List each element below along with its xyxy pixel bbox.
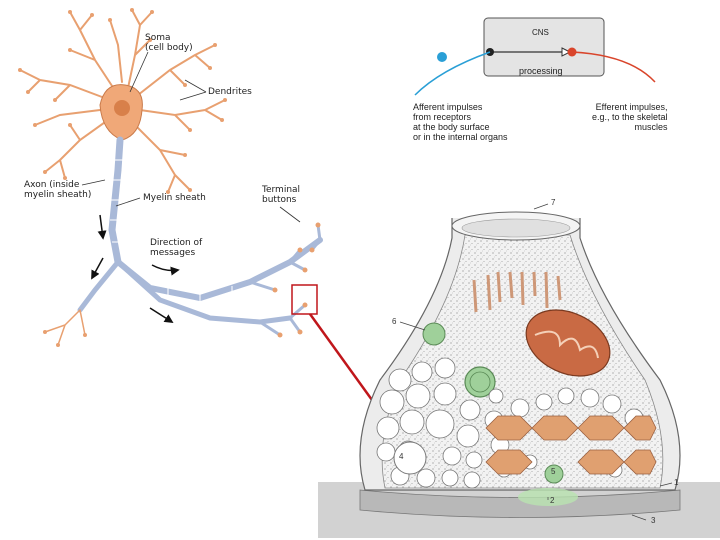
callout-3: 3 — [651, 516, 656, 525]
afferent-label: Afferent impulses from receptors at the … — [413, 102, 508, 142]
afferent-receptor — [437, 52, 447, 62]
callout-4: 4 — [399, 452, 404, 461]
callout-7: 7 — [551, 198, 556, 207]
green-vesicle — [464, 366, 496, 398]
callout-5: 5 — [551, 467, 556, 476]
soma-label: Soma (cell body) — [145, 33, 193, 53]
callout-1: 1 — [674, 478, 679, 487]
microtubules — [472, 271, 562, 313]
axon-label: Axon (inside myelin sheath) — [24, 180, 92, 200]
mitochondrion — [525, 309, 611, 377]
efferent-pathway — [571, 51, 656, 83]
presynaptic-grid — [485, 415, 657, 475]
myelin-segments — [110, 159, 233, 302]
callout-6: 6 — [392, 317, 397, 326]
dendrites — [19, 9, 226, 193]
large-vesicle-4 — [393, 441, 427, 475]
callout-2: 2 — [550, 496, 555, 505]
dendrite-tips — [18, 8, 227, 194]
neuron-figure — [18, 8, 374, 401]
terminal-buttons — [43, 222, 321, 347]
cns-node-right — [561, 47, 572, 57]
afferent-pathway — [414, 51, 491, 96]
cns-schematic — [414, 17, 656, 96]
efferent-node — [567, 47, 577, 57]
nucleus — [114, 100, 130, 116]
terminal-label: Terminal buttons — [262, 185, 301, 205]
cns-box-title: CNS — [532, 28, 549, 37]
processing-label: processing — [519, 66, 563, 76]
cns-box — [483, 17, 605, 77]
zoom-connector — [308, 313, 374, 401]
callout-lines — [399, 203, 673, 521]
green-vesicle-6 — [422, 322, 446, 346]
efferent-label: Efferent impulses, e.g., to the skeletal… — [592, 102, 668, 132]
synapse-figure — [318, 203, 720, 538]
zoom-box — [291, 284, 318, 315]
green-vesicle-5 — [544, 464, 564, 484]
dendrites-label: Dendrites — [208, 87, 252, 97]
myelin-label: Myelin sheath — [143, 193, 206, 203]
leader-lines — [81, 51, 301, 223]
direction-label: Direction of messages — [150, 238, 203, 258]
direction-arrows — [91, 214, 180, 323]
